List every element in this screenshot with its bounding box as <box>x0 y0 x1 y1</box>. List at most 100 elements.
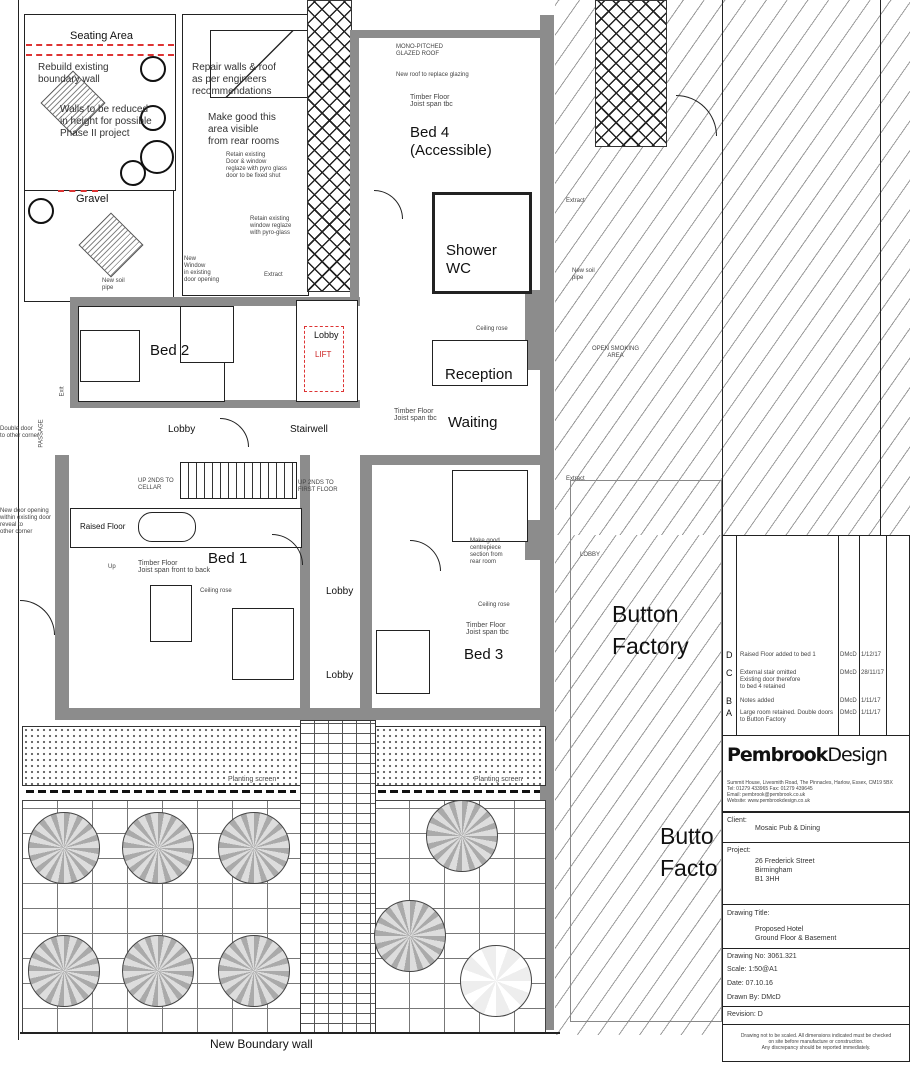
repair-roof-area <box>210 30 309 98</box>
timber-bed3-note: Timber Floor Joist span tbc <box>466 622 509 636</box>
project-label: Project: <box>727 847 751 854</box>
retain-door-note: Retain existing Door & window reglaze wi… <box>226 152 288 179</box>
drawing-number: Drawing No: 3061.321 <box>727 953 797 960</box>
open-smoking-label: OPEN SMOKING AREA <box>592 346 640 359</box>
planting-screen-label: Planting screen <box>228 776 277 783</box>
wall <box>70 400 360 408</box>
rev-date: 1/11/17 <box>861 710 881 716</box>
project-value: 26 Frederick Street Birmingham B1 3HH <box>755 858 815 883</box>
drawing-scale: Scale: 1:50@A1 <box>727 966 778 973</box>
ceiling-rose-note: Ceiling rose <box>476 326 508 332</box>
rev-by: DMcD <box>840 652 857 658</box>
wall <box>55 455 69 720</box>
parasol-table-icon <box>28 935 100 1007</box>
demolition-line <box>26 44 174 46</box>
rev-letter: C <box>726 668 733 678</box>
company-address: Summit House, Livesmith Road, The Pinnac… <box>727 780 893 804</box>
demolition-line <box>26 54 174 56</box>
extract-note: Extract <box>264 272 283 278</box>
exit-note: Exit <box>59 386 66 397</box>
tree-icon <box>140 140 174 174</box>
factory-room-outline <box>570 480 722 1022</box>
parasol-table-icon <box>218 812 290 884</box>
door-swing <box>220 418 249 447</box>
disclaimer-text: Drawing not to be scaled. All dimensions… <box>740 1033 892 1051</box>
client-label: Client: <box>727 817 747 824</box>
tree-icon <box>140 56 166 82</box>
seating-area-label: Seating Area <box>70 30 133 42</box>
up-note: Up <box>108 564 116 570</box>
timber-bed1-note: Timber Floor Joist span front to back <box>138 560 210 574</box>
lobby-mid-label: Lobby <box>326 586 354 597</box>
factory-lobby-label: LOBBY <box>580 552 601 558</box>
button-factory-area-lower <box>555 535 722 1035</box>
up-first-note: UP 2NDS TO FIRST FLOOR <box>298 480 338 493</box>
shower-wc-room <box>432 192 532 294</box>
bed1-bed <box>232 608 294 680</box>
drawing-title-value: Proposed Hotel Ground Floor & Basement <box>755 926 837 942</box>
ceiling-rose-note: Ceiling rose <box>200 588 232 594</box>
crosshatch-roof-factory <box>595 0 667 147</box>
extract-note: Extract <box>566 198 585 204</box>
retain-window-note: Retain existing window reglaze with pyro… <box>250 216 292 236</box>
planting-bed-right <box>374 726 546 786</box>
parasol-table-icon <box>374 900 446 972</box>
rev-desc: Notes added <box>740 698 775 704</box>
bed4-label: Bed 4 (Accessible) <box>410 124 492 159</box>
new-roof-note: New roof to replace glazing <box>396 72 469 78</box>
revision-value: Revision: D <box>727 1011 763 1018</box>
up-cellar-note: UP 2NDS TO CELLAR <box>138 478 174 491</box>
rev-date: 28/11/17 <box>861 670 884 676</box>
wall <box>370 455 540 465</box>
shower-wc-label: Shower WC <box>446 242 497 277</box>
lift-lobby-label: Lobby <box>314 330 339 340</box>
company-logo-block: PembrookDesign Summit House, Livesmith R… <box>722 735 910 812</box>
lift-label: LIFT <box>315 350 332 359</box>
parasol-table-icon <box>122 812 194 884</box>
make-good-section-note: Make good centrepiece section from rear … <box>470 538 503 565</box>
parasol-table-icon <box>122 935 194 1007</box>
stairwell-label: Stairwell <box>290 424 328 435</box>
bed3-bed <box>376 630 430 694</box>
sofa <box>150 585 192 642</box>
rev-desc: Raised Floor added to bed 1 <box>740 652 816 658</box>
door-swing <box>374 190 403 219</box>
rev-desc: External stair omitted Existing door the… <box>740 670 801 690</box>
planting-screen-line <box>378 790 540 793</box>
reception-desk <box>432 340 528 386</box>
bath <box>138 512 196 542</box>
door-swing <box>410 540 441 571</box>
logo-bold: Pembrook <box>727 744 828 766</box>
revision-block: Revision: D <box>722 1006 910 1026</box>
timber-bed4-note: Timber Floor Joist span tbc <box>410 94 453 108</box>
timber-waiting-note: Timber Floor Joist span tbc <box>394 408 437 422</box>
wall <box>525 290 541 370</box>
repair-note: Repair walls & roof as per engineers rec… <box>192 62 276 97</box>
rev-by: DMcD <box>840 710 857 716</box>
tree-icon <box>28 198 54 224</box>
bed3-ensuite <box>452 470 528 542</box>
planting-bed-left <box>22 726 302 786</box>
bed2-bed <box>80 330 140 382</box>
parasol-table-icon <box>426 800 498 872</box>
lift-lobby <box>296 300 358 402</box>
lobby-bottom-label: Lobby <box>326 670 354 681</box>
parasol-table-icon <box>218 935 290 1007</box>
gravel-label: Gravel <box>76 193 109 205</box>
demolition-line <box>58 190 98 192</box>
tree-icon <box>120 160 146 186</box>
new-boundary-wall-label: New Boundary wall <box>210 1037 313 1051</box>
parasol-icon <box>460 945 532 1017</box>
walls-reduced-note: Walls to be reduced in height for possib… <box>60 104 152 139</box>
planting-screen-line <box>26 790 296 793</box>
mono-roof-note: MONO-PITCHED GLAZED ROOF <box>396 44 443 57</box>
stairs <box>180 462 297 499</box>
bed1-label: Bed 1 <box>208 550 248 567</box>
wall <box>300 455 310 715</box>
wall <box>70 297 78 407</box>
bed3-label: Bed 3 <box>464 646 504 663</box>
new-door-note: New door opening within existing door re… <box>0 508 52 535</box>
door-swing <box>20 600 55 635</box>
company-logo: PembrookDesign <box>727 744 888 766</box>
new-soil-note: New soil pipe <box>572 268 595 281</box>
